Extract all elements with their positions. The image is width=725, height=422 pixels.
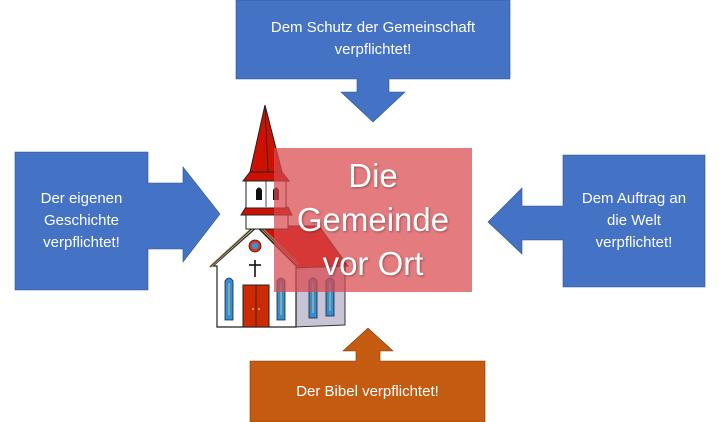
right-callout-line-1: Dem Auftrag an bbox=[581, 190, 687, 207]
left-callout-line-1: Der eigenen bbox=[40, 190, 123, 207]
center-box bbox=[274, 148, 472, 292]
bottom-callout-shape bbox=[249, 327, 486, 422]
right-callout-label: Dem Auftrag an die Welt verpflichtet! bbox=[563, 155, 705, 287]
center-title-line-1: Die bbox=[348, 157, 398, 194]
center-title: Die Gemeinde vor Ort bbox=[274, 154, 472, 286]
left-callout-line-2: Geschichte bbox=[43, 212, 120, 229]
center-title-line-2: Gemeinde bbox=[296, 201, 450, 238]
center-title-line-3: vor Ort bbox=[322, 245, 424, 282]
top-callout-line-2: verpflichtet! bbox=[334, 41, 412, 58]
left-callout-label: Der eigenen Geschichte verpflichtet! bbox=[15, 152, 148, 290]
right-callout-shape bbox=[487, 154, 706, 288]
bottom-callout-label: Der Bibel verpflichtet! bbox=[250, 361, 485, 422]
top-callout-line-1: Dem Schutz der Gemeinschaft bbox=[270, 19, 476, 36]
top-callout-shape bbox=[235, 0, 511, 123]
right-callout-line-3: verpflichtet! bbox=[595, 234, 673, 251]
top-callout-label: Dem Schutz der Gemeinschaft verpflichtet… bbox=[236, 8, 510, 70]
left-callout-line-3: verpflichtet! bbox=[43, 234, 120, 251]
bottom-callout-line-1: Der Bibel verpflichtet! bbox=[296, 382, 439, 400]
left-callout-shape bbox=[14, 151, 221, 291]
right-callout-line-2: die Welt bbox=[607, 212, 661, 229]
